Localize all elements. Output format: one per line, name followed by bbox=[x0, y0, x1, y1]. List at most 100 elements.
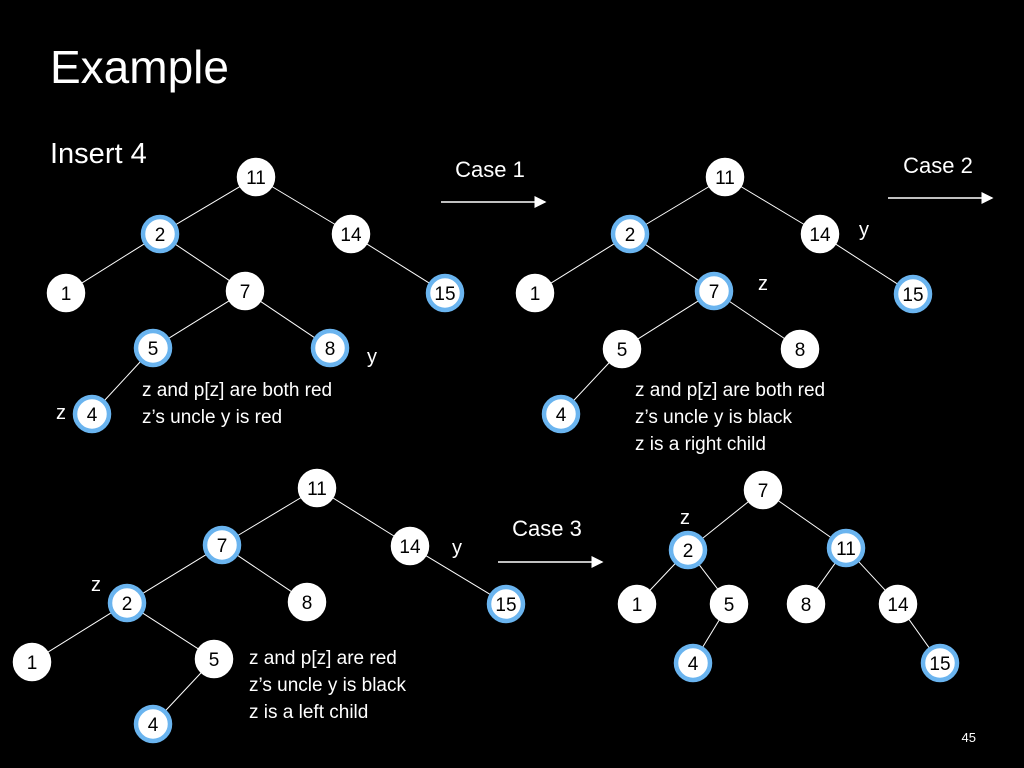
node-circle bbox=[107, 583, 147, 623]
red-node-7: 7 bbox=[202, 525, 242, 565]
node-circle bbox=[668, 530, 708, 570]
node-key: 11 bbox=[246, 168, 266, 189]
pointer-label-y: y bbox=[367, 346, 377, 368]
tree-edge bbox=[643, 243, 701, 282]
tree-edge bbox=[424, 554, 492, 596]
tree-edge bbox=[648, 562, 677, 592]
red-node-15: 15 bbox=[486, 584, 526, 624]
red-node-15: 15 bbox=[893, 274, 933, 314]
node-key: 5 bbox=[209, 650, 220, 671]
node-circle bbox=[893, 274, 933, 314]
case-note-line: z is a right child bbox=[635, 434, 766, 455]
red-node-2: 2 bbox=[610, 214, 650, 254]
node-key: 4 bbox=[87, 405, 98, 426]
node-circle bbox=[541, 394, 581, 434]
tree-edge bbox=[141, 611, 200, 651]
node-key: 15 bbox=[929, 654, 950, 675]
node-key: 11 bbox=[836, 539, 856, 560]
tree-edge bbox=[701, 618, 721, 649]
black-node-8: 8 bbox=[780, 329, 820, 369]
tree-edge bbox=[834, 242, 899, 286]
node-circle bbox=[236, 157, 276, 197]
node-key: 11 bbox=[307, 479, 327, 500]
red-node-15: 15 bbox=[425, 273, 465, 313]
node-key: 7 bbox=[709, 282, 720, 303]
node-circle bbox=[515, 273, 555, 313]
tree-edge bbox=[907, 617, 931, 650]
tree-edge bbox=[636, 299, 700, 341]
tree-edge bbox=[644, 185, 711, 226]
node-circle bbox=[12, 642, 52, 682]
case-note-line: z’s uncle y is red bbox=[142, 407, 282, 428]
node-key: 14 bbox=[340, 225, 362, 246]
case-label: Case 1 bbox=[455, 157, 525, 182]
tree-edge bbox=[815, 561, 837, 591]
node-key: 2 bbox=[122, 594, 133, 615]
node-key: 15 bbox=[902, 285, 923, 306]
page-number: 45 bbox=[961, 730, 976, 745]
node-circle bbox=[72, 394, 112, 434]
case-arrow-1: Case 1 bbox=[441, 157, 547, 208]
node-key: 15 bbox=[434, 284, 455, 305]
black-node-5: 5 bbox=[709, 584, 749, 624]
case-note-line: z and p[z] are red bbox=[249, 648, 397, 669]
node-key: 7 bbox=[758, 481, 769, 502]
pointer-label-z: z bbox=[680, 507, 690, 529]
node-key: 1 bbox=[61, 284, 72, 305]
node-key: 2 bbox=[683, 541, 694, 562]
black-node-14: 14 bbox=[800, 214, 840, 254]
node-circle bbox=[133, 704, 173, 744]
node-circle bbox=[878, 584, 918, 624]
red-node-5: 5 bbox=[133, 328, 173, 368]
tree-edge bbox=[700, 500, 751, 540]
node-circle bbox=[425, 273, 465, 313]
node-circle bbox=[140, 214, 180, 254]
node-key: 1 bbox=[530, 284, 541, 305]
black-node-1: 1 bbox=[515, 273, 555, 313]
black-node-11: 11 bbox=[705, 157, 745, 197]
node-key: 5 bbox=[617, 340, 628, 361]
tree-edge bbox=[549, 242, 616, 285]
tree-edge bbox=[776, 499, 833, 539]
node-key: 11 bbox=[715, 168, 735, 189]
black-node-1: 1 bbox=[46, 273, 86, 313]
node-circle bbox=[786, 584, 826, 624]
node-circle bbox=[46, 273, 86, 313]
node-circle bbox=[694, 271, 734, 311]
node-key: 14 bbox=[887, 595, 909, 616]
black-node-1: 1 bbox=[617, 584, 657, 624]
tree-edge bbox=[258, 300, 317, 339]
black-node-5: 5 bbox=[194, 639, 234, 679]
node-circle bbox=[486, 584, 526, 624]
tree-edge bbox=[167, 299, 231, 340]
node-circle bbox=[390, 526, 430, 566]
case-note-line: z’s uncle y is black bbox=[635, 407, 792, 428]
black-node-14: 14 bbox=[331, 214, 371, 254]
black-node-1: 1 bbox=[12, 642, 52, 682]
red-node-15: 15 bbox=[920, 643, 960, 683]
red-node-2: 2 bbox=[140, 214, 180, 254]
node-key: 4 bbox=[556, 405, 567, 426]
black-node-7: 7 bbox=[743, 470, 783, 510]
node-circle bbox=[331, 214, 371, 254]
tree-edge bbox=[727, 300, 787, 340]
node-key: 7 bbox=[240, 282, 251, 303]
slide-title: Example bbox=[50, 41, 229, 93]
tree-edge bbox=[164, 671, 203, 712]
case-note-line: z and p[z] are both red bbox=[635, 380, 825, 401]
black-node-11: 11 bbox=[236, 157, 276, 197]
red-node-4: 4 bbox=[673, 643, 713, 683]
tree-edge bbox=[80, 242, 146, 285]
tree-edge bbox=[235, 554, 294, 593]
black-node-8: 8 bbox=[786, 584, 826, 624]
node-key: 5 bbox=[724, 595, 735, 616]
node-circle bbox=[617, 584, 657, 624]
node-circle bbox=[225, 271, 265, 311]
red-node-4: 4 bbox=[72, 394, 112, 434]
node-circle bbox=[826, 528, 866, 568]
node-circle bbox=[310, 328, 350, 368]
